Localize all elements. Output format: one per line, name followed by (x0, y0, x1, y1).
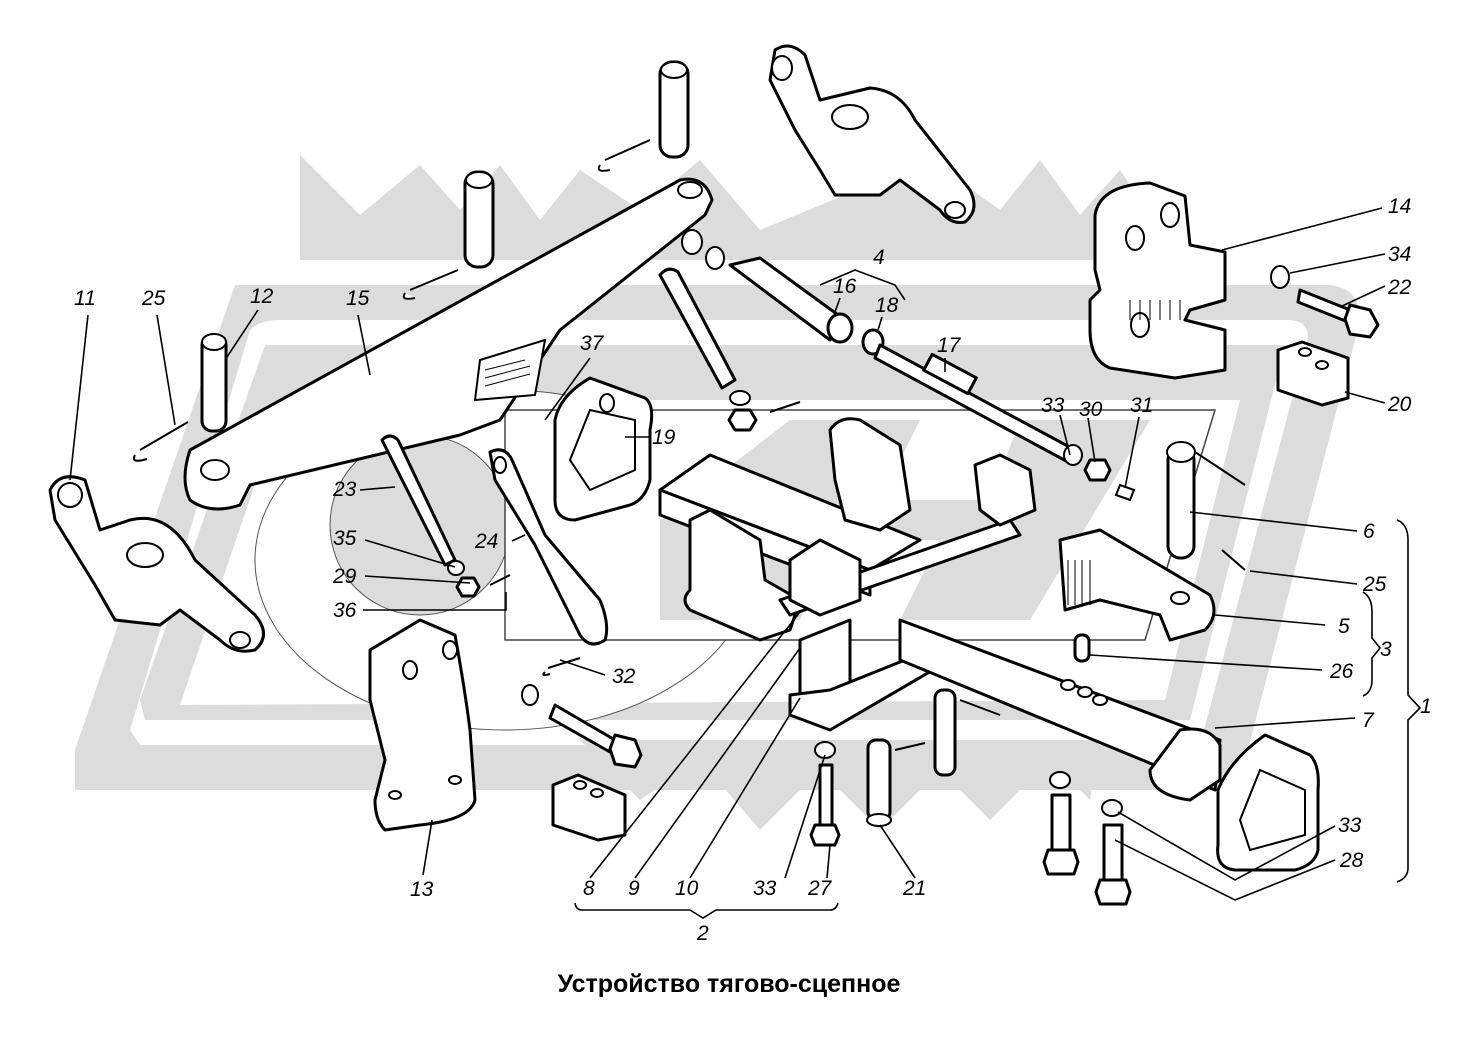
pins-bottom-center (809, 688, 1001, 847)
plate-19 (553, 376, 654, 522)
callout-15: 15 (346, 287, 370, 310)
callout-5: 5 (1338, 615, 1350, 638)
bolt-22 (1270, 265, 1380, 339)
callout-31: 31 (1130, 394, 1153, 417)
callout-36: 36 (333, 599, 357, 622)
upper-rocker-arm (768, 44, 976, 224)
callout-14: 14 (1388, 195, 1411, 218)
callout-33: 33 (753, 877, 777, 900)
callout-30: 30 (1079, 398, 1103, 421)
bracket-14 (1088, 181, 1227, 380)
callout-12: 12 (250, 285, 274, 308)
callout-4: 4 (873, 246, 885, 269)
callout-34: 34 (1388, 243, 1411, 266)
callout-23: 23 (332, 478, 357, 501)
turnbuckle (681, 229, 1136, 502)
callout-25: 25 (141, 287, 166, 310)
link-24 (380, 434, 609, 646)
callout-13: 13 (410, 878, 434, 901)
callout-28: 28 (1339, 849, 1364, 872)
callout-3: 3 (1380, 638, 1392, 661)
callout-27: 27 (807, 877, 833, 900)
pin-6 (1166, 441, 1246, 571)
callout-24: 24 (474, 530, 498, 553)
callout-16: 16 (833, 275, 857, 298)
callout-17: 17 (937, 334, 962, 357)
rod-with-nut (658, 267, 801, 432)
plate-lower-right (1216, 733, 1320, 872)
callout-26: 26 (1329, 660, 1354, 683)
pin-26 (1073, 633, 1091, 663)
callout-11: 11 (74, 287, 96, 310)
pin-top (597, 60, 690, 172)
callout-32: 32 (612, 665, 636, 688)
callout-29: 29 (332, 565, 357, 588)
callout-6: 6 (1363, 520, 1375, 543)
callout-9: 9 (628, 877, 640, 900)
diagram-title: Устройство тягово-сцепное (557, 970, 901, 998)
callout-2: 2 (696, 922, 709, 945)
callout-20: 20 (1387, 393, 1412, 416)
pin-upper-left (402, 170, 495, 300)
callout-7: 7 (1362, 709, 1375, 732)
callout-8: 8 (583, 877, 595, 900)
bolts-bottom-right (1042, 771, 1132, 906)
callout-33: 33 (1338, 814, 1362, 837)
callout-10: 10 (675, 877, 699, 900)
lower-link-arm (183, 177, 714, 511)
block-20 (1276, 340, 1350, 407)
bolt-lower-left (521, 657, 643, 769)
callout-labels: 11 25 12 15 37 19 4 16 18 17 14 34 22 20… (74, 195, 1432, 945)
callout-1: 1 (1420, 695, 1432, 718)
callout-19: 19 (652, 426, 676, 449)
leader-lines (69, 207, 1422, 919)
callout-21: 21 (902, 877, 926, 900)
block-lower-left (551, 773, 627, 842)
bracket-13 (368, 618, 477, 832)
main-frame (658, 417, 1222, 802)
left-rocker-arm (48, 475, 265, 653)
callout-37: 37 (580, 332, 605, 355)
callout-35: 35 (333, 527, 357, 550)
callout-33: 33 (1041, 394, 1065, 417)
callout-22: 22 (1387, 276, 1412, 299)
callout-18: 18 (875, 294, 899, 317)
pin-12 (132, 333, 228, 462)
callout-25: 25 (1362, 573, 1387, 596)
hitch-5 (1058, 528, 1216, 642)
